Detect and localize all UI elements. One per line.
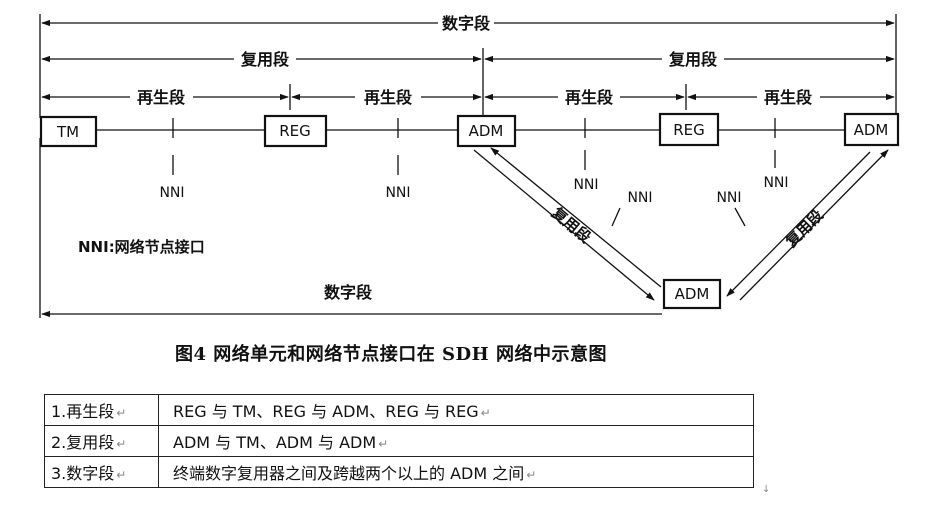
regenerator-section-span-2: 再生段 (291, 88, 482, 107)
node-label: ADM (469, 122, 504, 140)
definitions-table: 1.再生段↵ REG 与 TM、REG 与 ADM、REG 与 REG↵ 2.复… (44, 394, 754, 488)
table-row: 3.数字段↵ 终端数字复用器之间及跨越两个以上的 ADM 之间↵ (44, 456, 754, 488)
span-label: 复用段 (547, 203, 594, 246)
span-label: 复用段 (668, 50, 718, 69)
paragraph-mark-icon: ↵ (480, 406, 491, 420)
term-text: 3.数字段 (51, 464, 115, 483)
node-tm: TM (39, 115, 98, 148)
node-reg-1: REG (263, 114, 328, 148)
node-adm-2: ADM (843, 112, 900, 147)
node-reg-2: REG (658, 112, 720, 147)
line-break-mark-icon: ↓ (762, 484, 771, 495)
span-label: 再生段 (364, 88, 413, 107)
table-row: 2.复用段↵ ADM 与 TM、ADM 与 ADM↵ (44, 425, 754, 457)
span-label: 数字段 (442, 14, 491, 33)
node-label: REG (279, 122, 311, 140)
table-cell-term: 3.数字段↵ (44, 456, 159, 488)
paragraph-mark-icon: ↵ (378, 437, 389, 451)
node-label: ADM (675, 285, 710, 303)
multiplex-section-span-left: 复用段 (41, 50, 482, 69)
table-cell-term: 2.复用段↵ (44, 425, 159, 457)
term-text: 2.复用段 (51, 433, 115, 452)
span-label: 再生段 (565, 88, 614, 107)
span-label: 复用段 (781, 206, 826, 251)
regenerator-section-span-4: 再生段 (687, 88, 895, 107)
figure-caption: 图4 网络单元和网络节点接口在 SDH 网络中示意图 (175, 344, 607, 365)
term-text: 1.再生段 (51, 402, 115, 421)
table-cell-description: ADM 与 TM、ADM 与 ADM↵ (158, 425, 754, 457)
sdh-network-diagram: 数字段 复用段 复用段 再生段 再生段 再生段 再生段 (39, 14, 900, 318)
multiplex-diagonal-right: 复用段 (726, 149, 889, 301)
nni-ticks (172, 118, 776, 227)
nni-label: NNI (716, 190, 741, 206)
nni-label: NNI (763, 175, 788, 191)
span-label: 复用段 (240, 50, 290, 69)
paragraph-mark-icon: ↵ (526, 468, 537, 482)
multiplex-section-span-right: 复用段 (484, 50, 895, 69)
span-label: 再生段 (764, 88, 813, 107)
table-cell-term: 1.再生段↵ (44, 394, 159, 426)
digital-section-span-bottom: 数字段 (41, 283, 662, 318)
table-cell-description: REG 与 TM、REG 与 ADM、REG 与 REG↵ (158, 394, 754, 426)
node-label: REG (673, 121, 705, 139)
nni-label: NNI (385, 185, 410, 201)
paragraph-mark-icon: ↵ (116, 406, 127, 420)
boundary-ticks (39, 14, 897, 318)
span-label: 再生段 (137, 88, 186, 107)
description-text: ADM 与 TM、ADM 与 ADM (173, 433, 377, 452)
table-cell-description: 终端数字复用器之间及跨越两个以上的 ADM 之间↵ (158, 456, 754, 488)
regenerator-section-span-3: 再生段 (484, 84, 687, 110)
node-adm-1: ADM (456, 114, 517, 148)
nni-label: NNI (573, 177, 598, 193)
node-adm-bottom: ADM (662, 278, 722, 310)
paragraph-mark-icon: ↵ (116, 468, 127, 482)
digital-section-span: 数字段 (41, 14, 895, 33)
description-text: 终端数字复用器之间及跨越两个以上的 ADM 之间 (173, 464, 525, 483)
node-label: ADM (854, 121, 889, 139)
paragraph-mark-icon: ↵ (116, 437, 127, 451)
nni-label: NNI (159, 185, 184, 201)
nni-label: NNI (627, 190, 652, 206)
span-label: 数字段 (324, 283, 373, 302)
node-label: TM (56, 123, 79, 141)
nni-legend: NNI:网络节点接口 (78, 238, 205, 256)
table-row: 1.再生段↵ REG 与 TM、REG 与 ADM、REG 与 REG↵ (44, 394, 754, 426)
description-text: REG 与 TM、REG 与 ADM、REG 与 REG (173, 402, 479, 421)
multiplex-diagonal-left: 复用段 (473, 147, 662, 301)
regenerator-section-span-1: 再生段 (41, 84, 291, 110)
